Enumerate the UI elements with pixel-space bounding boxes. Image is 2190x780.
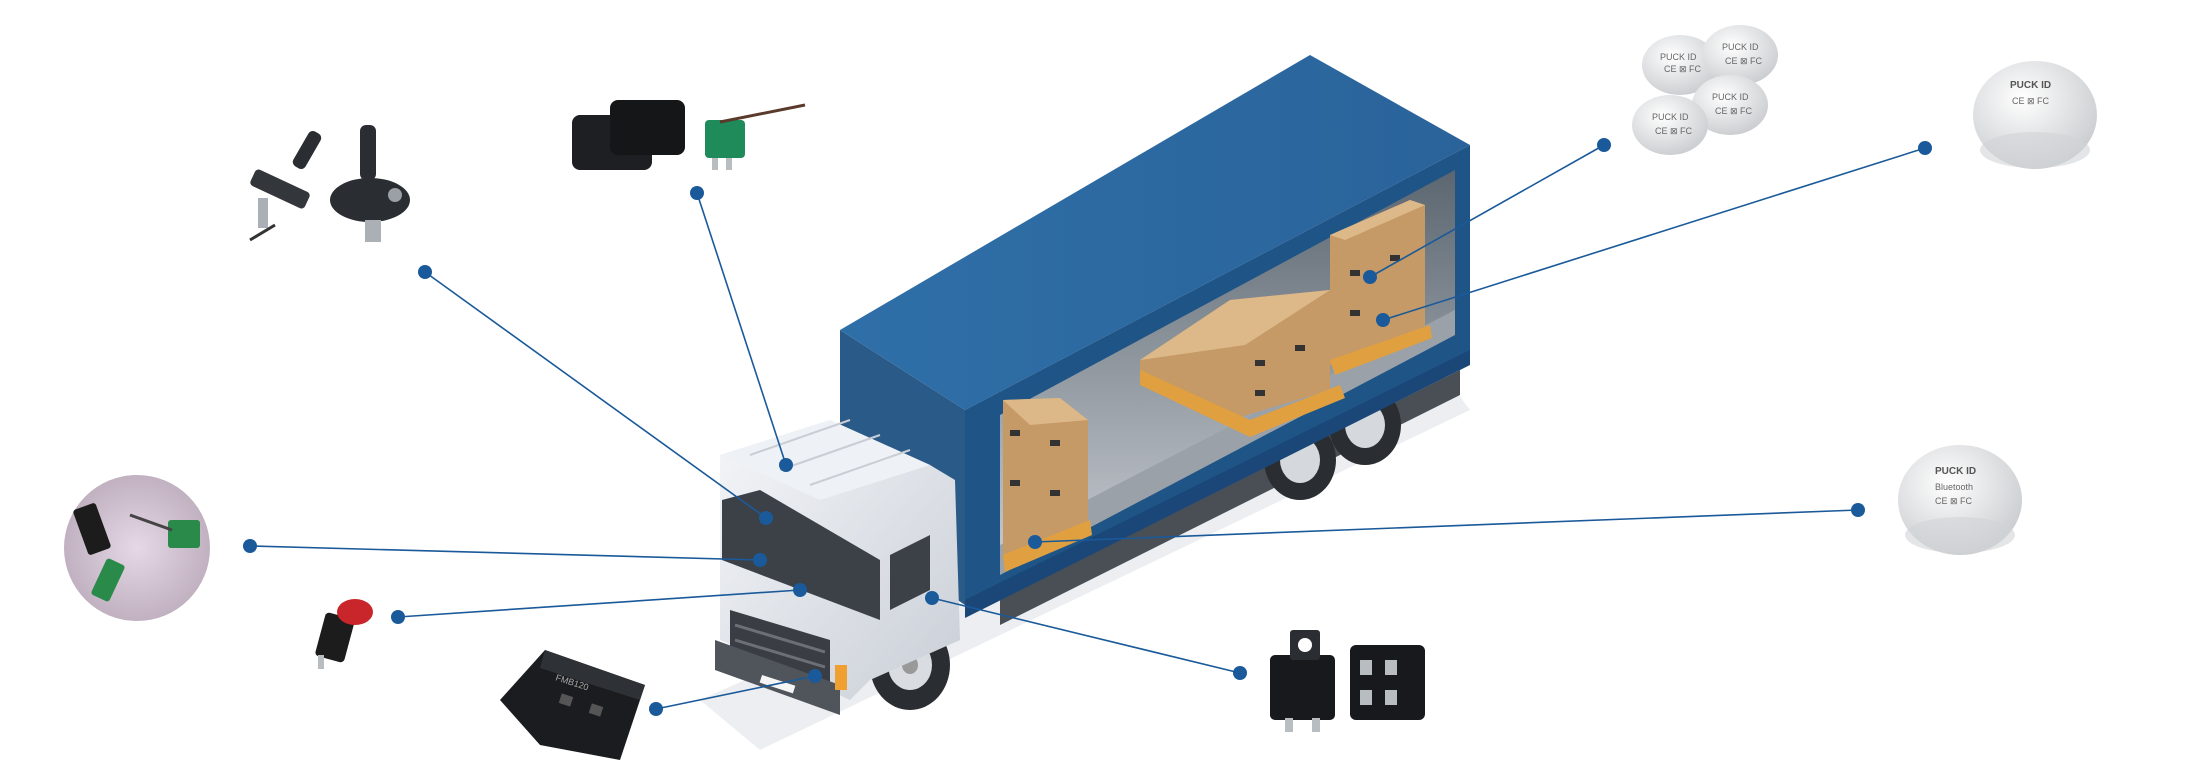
svg-text:CE ⊠ FC: CE ⊠ FC (1935, 496, 1973, 506)
dot-limit-switches-inner (779, 458, 793, 472)
svg-text:CE ⊠ FC: CE ⊠ FC (1715, 106, 1753, 116)
door-switch-icon (249, 125, 410, 242)
dot-door-sensors-outer (418, 265, 432, 279)
microswitch-icon (572, 100, 806, 170)
line-ble-rear (1382, 147, 1926, 321)
relay-icon (1270, 630, 1425, 732)
svg-text:PUCK ID: PUCK ID (1722, 42, 1759, 52)
svg-text:PUCK ID: PUCK ID (1652, 112, 1689, 122)
cargo-pallet-middle (1140, 290, 1345, 437)
line-limit-switches (696, 192, 787, 466)
line-relays (931, 597, 1241, 674)
cargo-pallet-rear (1330, 200, 1432, 375)
microswitch-photo-icon (64, 475, 210, 621)
line-microswitch-photo (249, 545, 761, 561)
dot-microswitch-photo-outer (243, 539, 257, 553)
dot-panic-button-inner (793, 583, 807, 597)
line-door-sensors (424, 271, 767, 519)
dot-gps-tracker-inner (808, 669, 822, 683)
line-gps-tracker (655, 675, 816, 710)
svg-text:CE ⊠ FC: CE ⊠ FC (1655, 126, 1693, 136)
svg-text:PUCK ID: PUCK ID (2010, 80, 2051, 91)
svg-text:CE ⊠ FC: CE ⊠ FC (1725, 56, 1763, 66)
svg-text:Bluetooth: Bluetooth (1935, 482, 1973, 492)
ble-puck-group-icon: PUCK ID CE ⊠ FC PUCK ID CE ⊠ FC PUCK ID … (1632, 25, 1778, 155)
dot-ble-floor-inner (1028, 535, 1042, 549)
connector-dots (243, 138, 1932, 716)
dot-panic-button-outer (391, 610, 405, 624)
dot-ble-pack-outer (1597, 138, 1611, 152)
dot-relays-outer (1233, 666, 1247, 680)
dot-relays-inner (925, 591, 939, 605)
line-ble-pack (1369, 144, 1605, 278)
svg-text:CE ⊠ FC: CE ⊠ FC (1664, 64, 1702, 74)
dot-ble-floor-outer (1851, 503, 1865, 517)
ble-puck-floor-icon: PUCK ID Bluetooth CE ⊠ FC (1898, 445, 2022, 555)
dot-ble-rear-inner (1376, 313, 1390, 327)
dot-ble-pack-inner (1363, 270, 1377, 284)
cargo-box-roof (840, 55, 1470, 410)
dot-microswitch-photo-inner (753, 553, 767, 567)
svg-text:PUCK ID: PUCK ID (1935, 466, 1976, 477)
connector-lines (249, 144, 1926, 710)
svg-text:PUCK ID: PUCK ID (1660, 52, 1697, 62)
line-ble-floor (1034, 509, 1859, 543)
truck-illustration (715, 55, 1470, 715)
dot-limit-switches-outer (690, 186, 704, 200)
gps-tracker-icon: FMB120 (500, 650, 645, 760)
dot-ble-rear-outer (1918, 141, 1932, 155)
cargo-pallet-front (1003, 398, 1092, 572)
svg-text:CE ⊠ FC: CE ⊠ FC (2012, 96, 2050, 106)
dot-gps-tracker-outer (649, 702, 663, 716)
svg-text:PUCK ID: PUCK ID (1712, 92, 1749, 102)
line-panic-button (397, 589, 801, 618)
panic-button-icon (315, 599, 373, 669)
ble-puck-rear-icon: PUCK ID CE ⊠ FC (1973, 61, 2097, 169)
dot-door-sensors-inner (759, 511, 773, 525)
